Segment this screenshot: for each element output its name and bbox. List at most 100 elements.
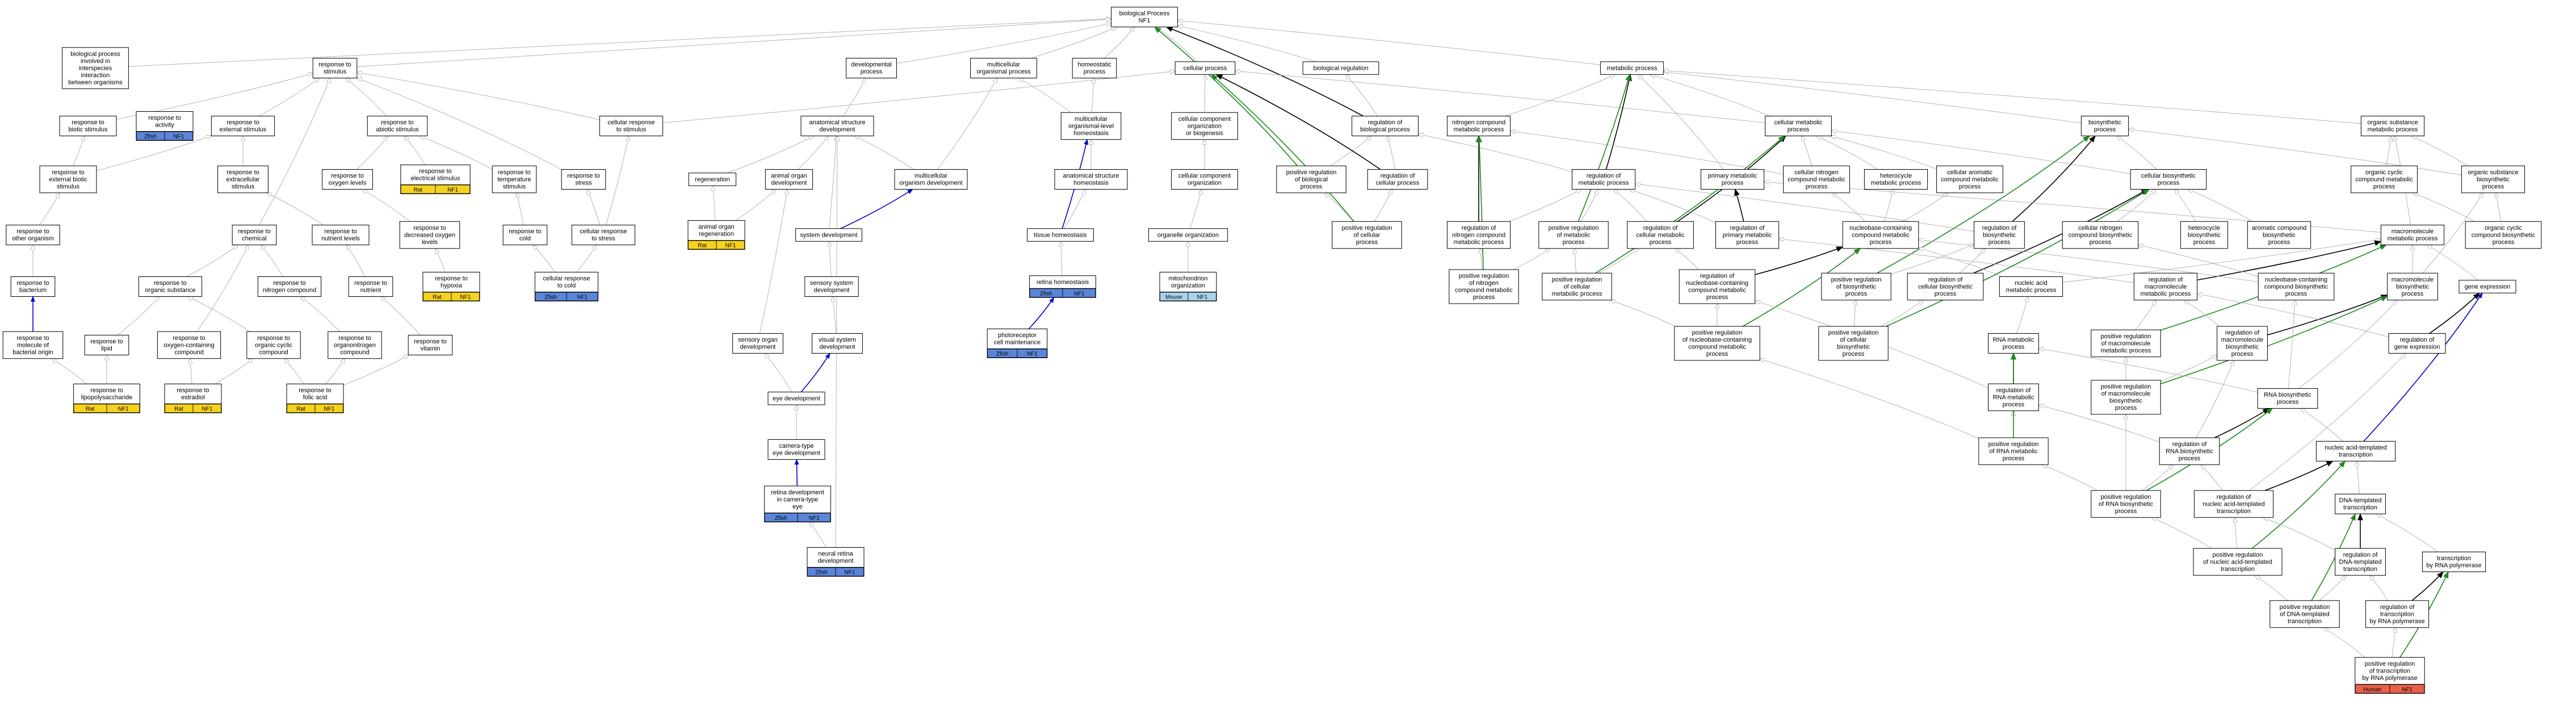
go-term-node[interactable]: metabolic process (1600, 61, 1664, 75)
go-term-node[interactable]: cellular process (1174, 61, 1236, 75)
go-term-node[interactable]: organelle organization (1148, 228, 1228, 242)
go-term-node[interactable]: biological regulation (1302, 61, 1379, 75)
go-term-node[interactable]: regeneration (688, 173, 737, 186)
go-term-node[interactable]: gene expression (2458, 280, 2516, 293)
go-term-node[interactable]: tissue homeostasis (1027, 228, 1094, 242)
go-term-node[interactable]: eye development (767, 392, 825, 405)
go-term-node[interactable]: regulation ofnucleobase-containingcompou… (1679, 269, 1756, 304)
go-term-node[interactable]: system development (795, 228, 862, 242)
go-term-node[interactable]: regulation ofmacromoleculebiosyntheticpr… (2217, 326, 2268, 361)
